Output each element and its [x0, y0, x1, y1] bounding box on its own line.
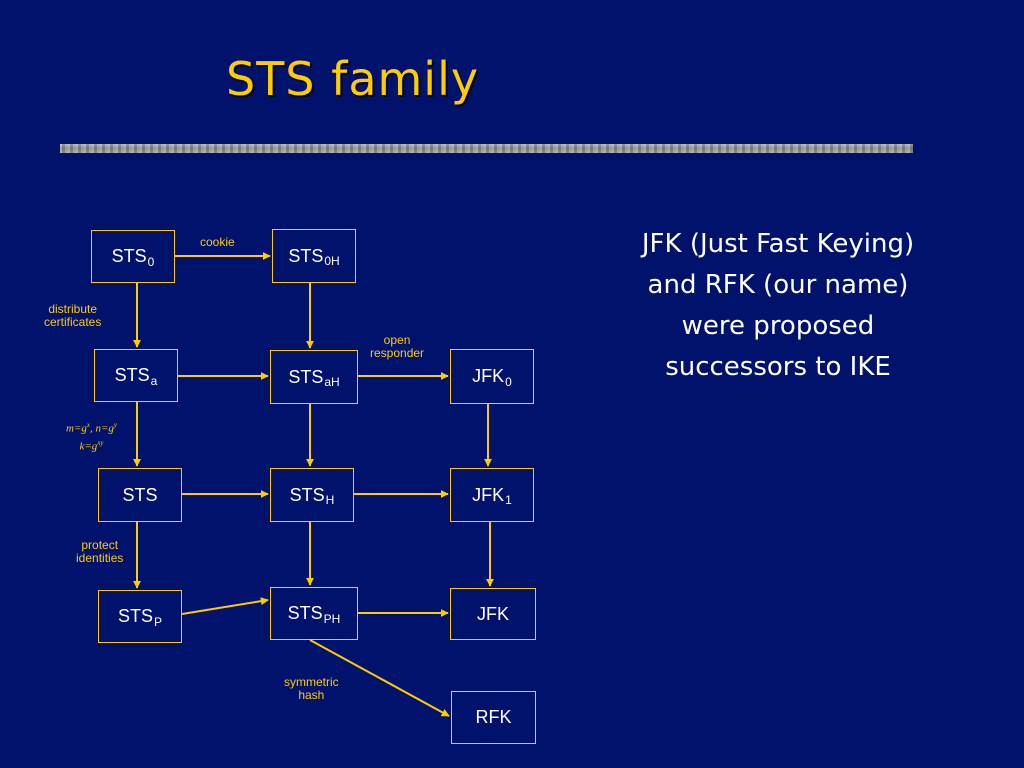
edge-label-distribute-line2: certificates	[44, 315, 102, 329]
edge-label-open-responder: open responder	[370, 334, 424, 360]
node-rfk: RFK	[451, 691, 536, 744]
math-line-mn: m=gx, n=gy	[66, 421, 118, 435]
node-stsa-label: STS	[114, 365, 150, 385]
node-jfk: JFK	[450, 588, 536, 640]
node-sts: STS	[98, 468, 182, 522]
edge-label-symmetric-hash-line1: symmetric	[284, 675, 339, 689]
edge-label-open-responder-line1: open	[383, 333, 411, 347]
description-line-2: and RFK (our name)	[647, 270, 909, 300]
node-rfk-label: RFK	[475, 707, 512, 727]
node-stsh-label: STS	[289, 484, 325, 505]
node-stsa-subscript: a	[150, 373, 158, 388]
node-jfk0-label: JFK	[472, 366, 505, 386]
edge-label-symmetric-hash-line2: hash	[298, 688, 325, 702]
edge-label-protect-identities-line2: identities	[76, 551, 124, 565]
edge-label-cookie: cookie	[200, 235, 235, 249]
description-line-3: were proposed	[681, 311, 875, 341]
node-stsp-subscript: P	[154, 614, 163, 629]
node-sts-label: STS	[122, 484, 158, 505]
edge-label-distribute-certificates: distribute certificates	[44, 303, 101, 329]
node-jfk-label: JFK	[476, 603, 509, 624]
node-sts0h-label: STS	[288, 245, 324, 266]
edge-label-protect-identities-line1: protect	[81, 538, 119, 552]
node-sts0-subscript: 0	[147, 254, 155, 269]
node-stsh-subscript: H	[325, 493, 335, 507]
edge-label-protect-identities: protect identities	[76, 539, 123, 565]
edge-label-open-responder-line2: responder	[370, 346, 425, 360]
node-jfk1-subscript: 1	[505, 493, 512, 507]
node-stsp-label: STS	[117, 606, 153, 626]
node-jfk0-subscript: 0	[505, 374, 512, 389]
node-jfk1-label: JFK	[472, 484, 505, 505]
node-stsph-subscript: PH	[323, 611, 341, 626]
edge-label-symmetric-hash: symmetric hash	[284, 676, 339, 702]
description-line-1: JFK (Just Fast Keying)	[641, 229, 915, 259]
edge-label-distribute-line1: distribute	[48, 302, 98, 316]
title-divider	[60, 144, 913, 153]
node-stsah-subscript: aH	[324, 375, 340, 389]
slide-title: STS family	[226, 52, 480, 106]
node-sts0h-subscript: 0H	[324, 254, 340, 268]
arrow-stsp-to-stsph	[181, 597, 269, 615]
math-line-k: k=gxy	[79, 438, 104, 453]
description-line-4: successors to IKE	[665, 352, 891, 382]
description-text: JFK (Just Fast Keying) and RFK (our name…	[598, 224, 958, 388]
edge-label-dh-values: m=gx, n=gy k=gxy	[66, 418, 117, 453]
node-stsph-label: STS	[287, 603, 323, 623]
node-sts0-label: STS	[111, 246, 147, 266]
node-stsah-label: STS	[288, 366, 324, 387]
arrow-stsph-to-rfk	[309, 639, 450, 717]
